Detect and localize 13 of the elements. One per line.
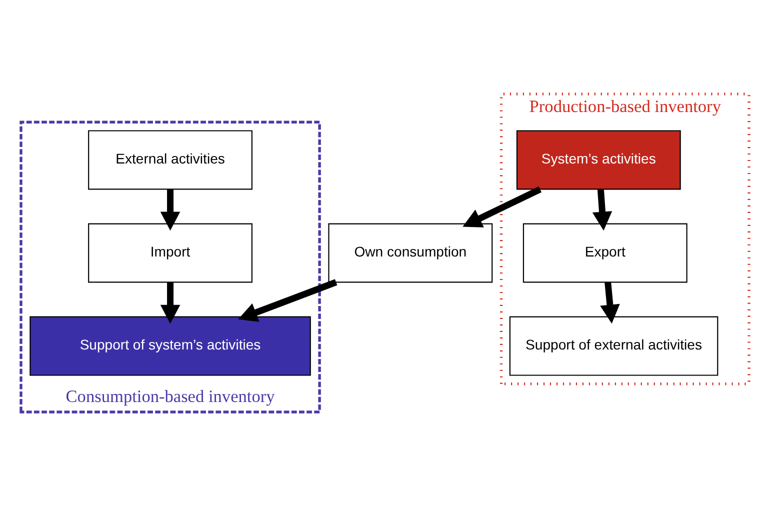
node-box: Support of system’s activities [30, 316, 311, 376]
node-box: Export [522, 222, 688, 282]
arrow [600, 282, 620, 324]
node-box: Import [88, 222, 252, 282]
arrow [160, 188, 180, 230]
arrow [462, 186, 542, 227]
node-box: System’s activities [516, 130, 681, 190]
node-box: External activities [88, 130, 252, 190]
arrow [160, 282, 180, 324]
arrow [238, 278, 338, 322]
node-box: Own consumption [328, 222, 493, 282]
arrow [592, 188, 612, 230]
node-box: Support of external activities [509, 316, 718, 376]
